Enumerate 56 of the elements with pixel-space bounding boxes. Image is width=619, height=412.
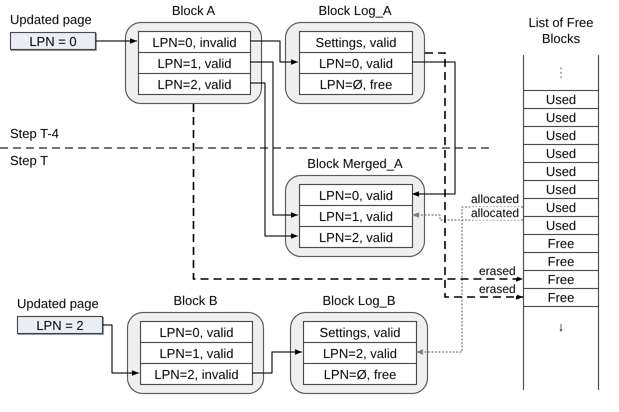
block-title: Block Log_B (322, 293, 396, 308)
edge-label: allocated (470, 193, 520, 206)
page-row: LPN=0, valid (299, 52, 413, 74)
arrow (252, 349, 302, 374)
list-entry: Free (524, 234, 598, 252)
arrow (250, 82, 298, 239)
page-row: LPN=2, valid (303, 342, 417, 364)
step-label: Step T-4 (10, 126, 59, 141)
arrow (416, 206, 523, 355)
page-row: LPN=0, valid (299, 184, 413, 206)
page-row: LPN=2, valid (299, 226, 413, 248)
page-row: LPN=2, valid (138, 73, 251, 95)
page-row: LPN=1, valid (299, 205, 413, 227)
list-entry: Free (524, 270, 598, 288)
list-entry: Free (524, 288, 598, 306)
page-caption: Updated page (17, 296, 99, 311)
page-row: LPN=2, invalid (140, 363, 253, 385)
list-entry: Used (524, 198, 598, 216)
arrow (96, 38, 138, 44)
edge-label: allocated (470, 207, 520, 220)
arrow (425, 52, 523, 300)
list-entry: Used (524, 216, 598, 234)
arrow (412, 212, 523, 221)
page-row: LPN=Ø, free (299, 73, 413, 95)
list-entry: Used (524, 108, 598, 126)
block-title: Block Merged_A (306, 156, 404, 171)
step-label: Step T (10, 153, 48, 168)
list-entry: ⋮ (524, 55, 598, 90)
block-title: Block Log_A (318, 3, 392, 18)
list-entry: Used (524, 162, 598, 180)
edge-label: erased (478, 283, 517, 296)
page-row: Settings, valid (303, 321, 417, 343)
list-entry: ↓ (524, 306, 598, 346)
page-caption: Updated page (10, 12, 92, 27)
block-title: Block A (170, 3, 216, 18)
arrow (102, 324, 140, 376)
arrow (250, 40, 298, 65)
list-entry: Used (524, 90, 598, 108)
page-row: Settings, valid (299, 31, 413, 53)
arrow (412, 62, 456, 197)
edge-label: erased (478, 265, 517, 278)
page-box: LPN = 0 (10, 32, 96, 50)
arrow (250, 62, 298, 218)
page-row: LPN=Ø, free (303, 363, 417, 385)
page-row: LPN=0, valid (140, 321, 253, 343)
block-title: Block B (172, 293, 219, 308)
list-entry: Used (524, 180, 598, 198)
list-entry: Used (524, 126, 598, 144)
arrow (192, 104, 523, 282)
page-row: LPN=0, invalid (138, 31, 251, 53)
page-box: LPN = 2 (17, 316, 103, 334)
page-row: LPN=1, valid (140, 342, 253, 364)
list-entry: Used (524, 144, 598, 162)
page-row: LPN=1, valid (138, 52, 251, 74)
list-entry: Free (524, 252, 598, 270)
list-title: List of Free Blocks (527, 15, 595, 47)
